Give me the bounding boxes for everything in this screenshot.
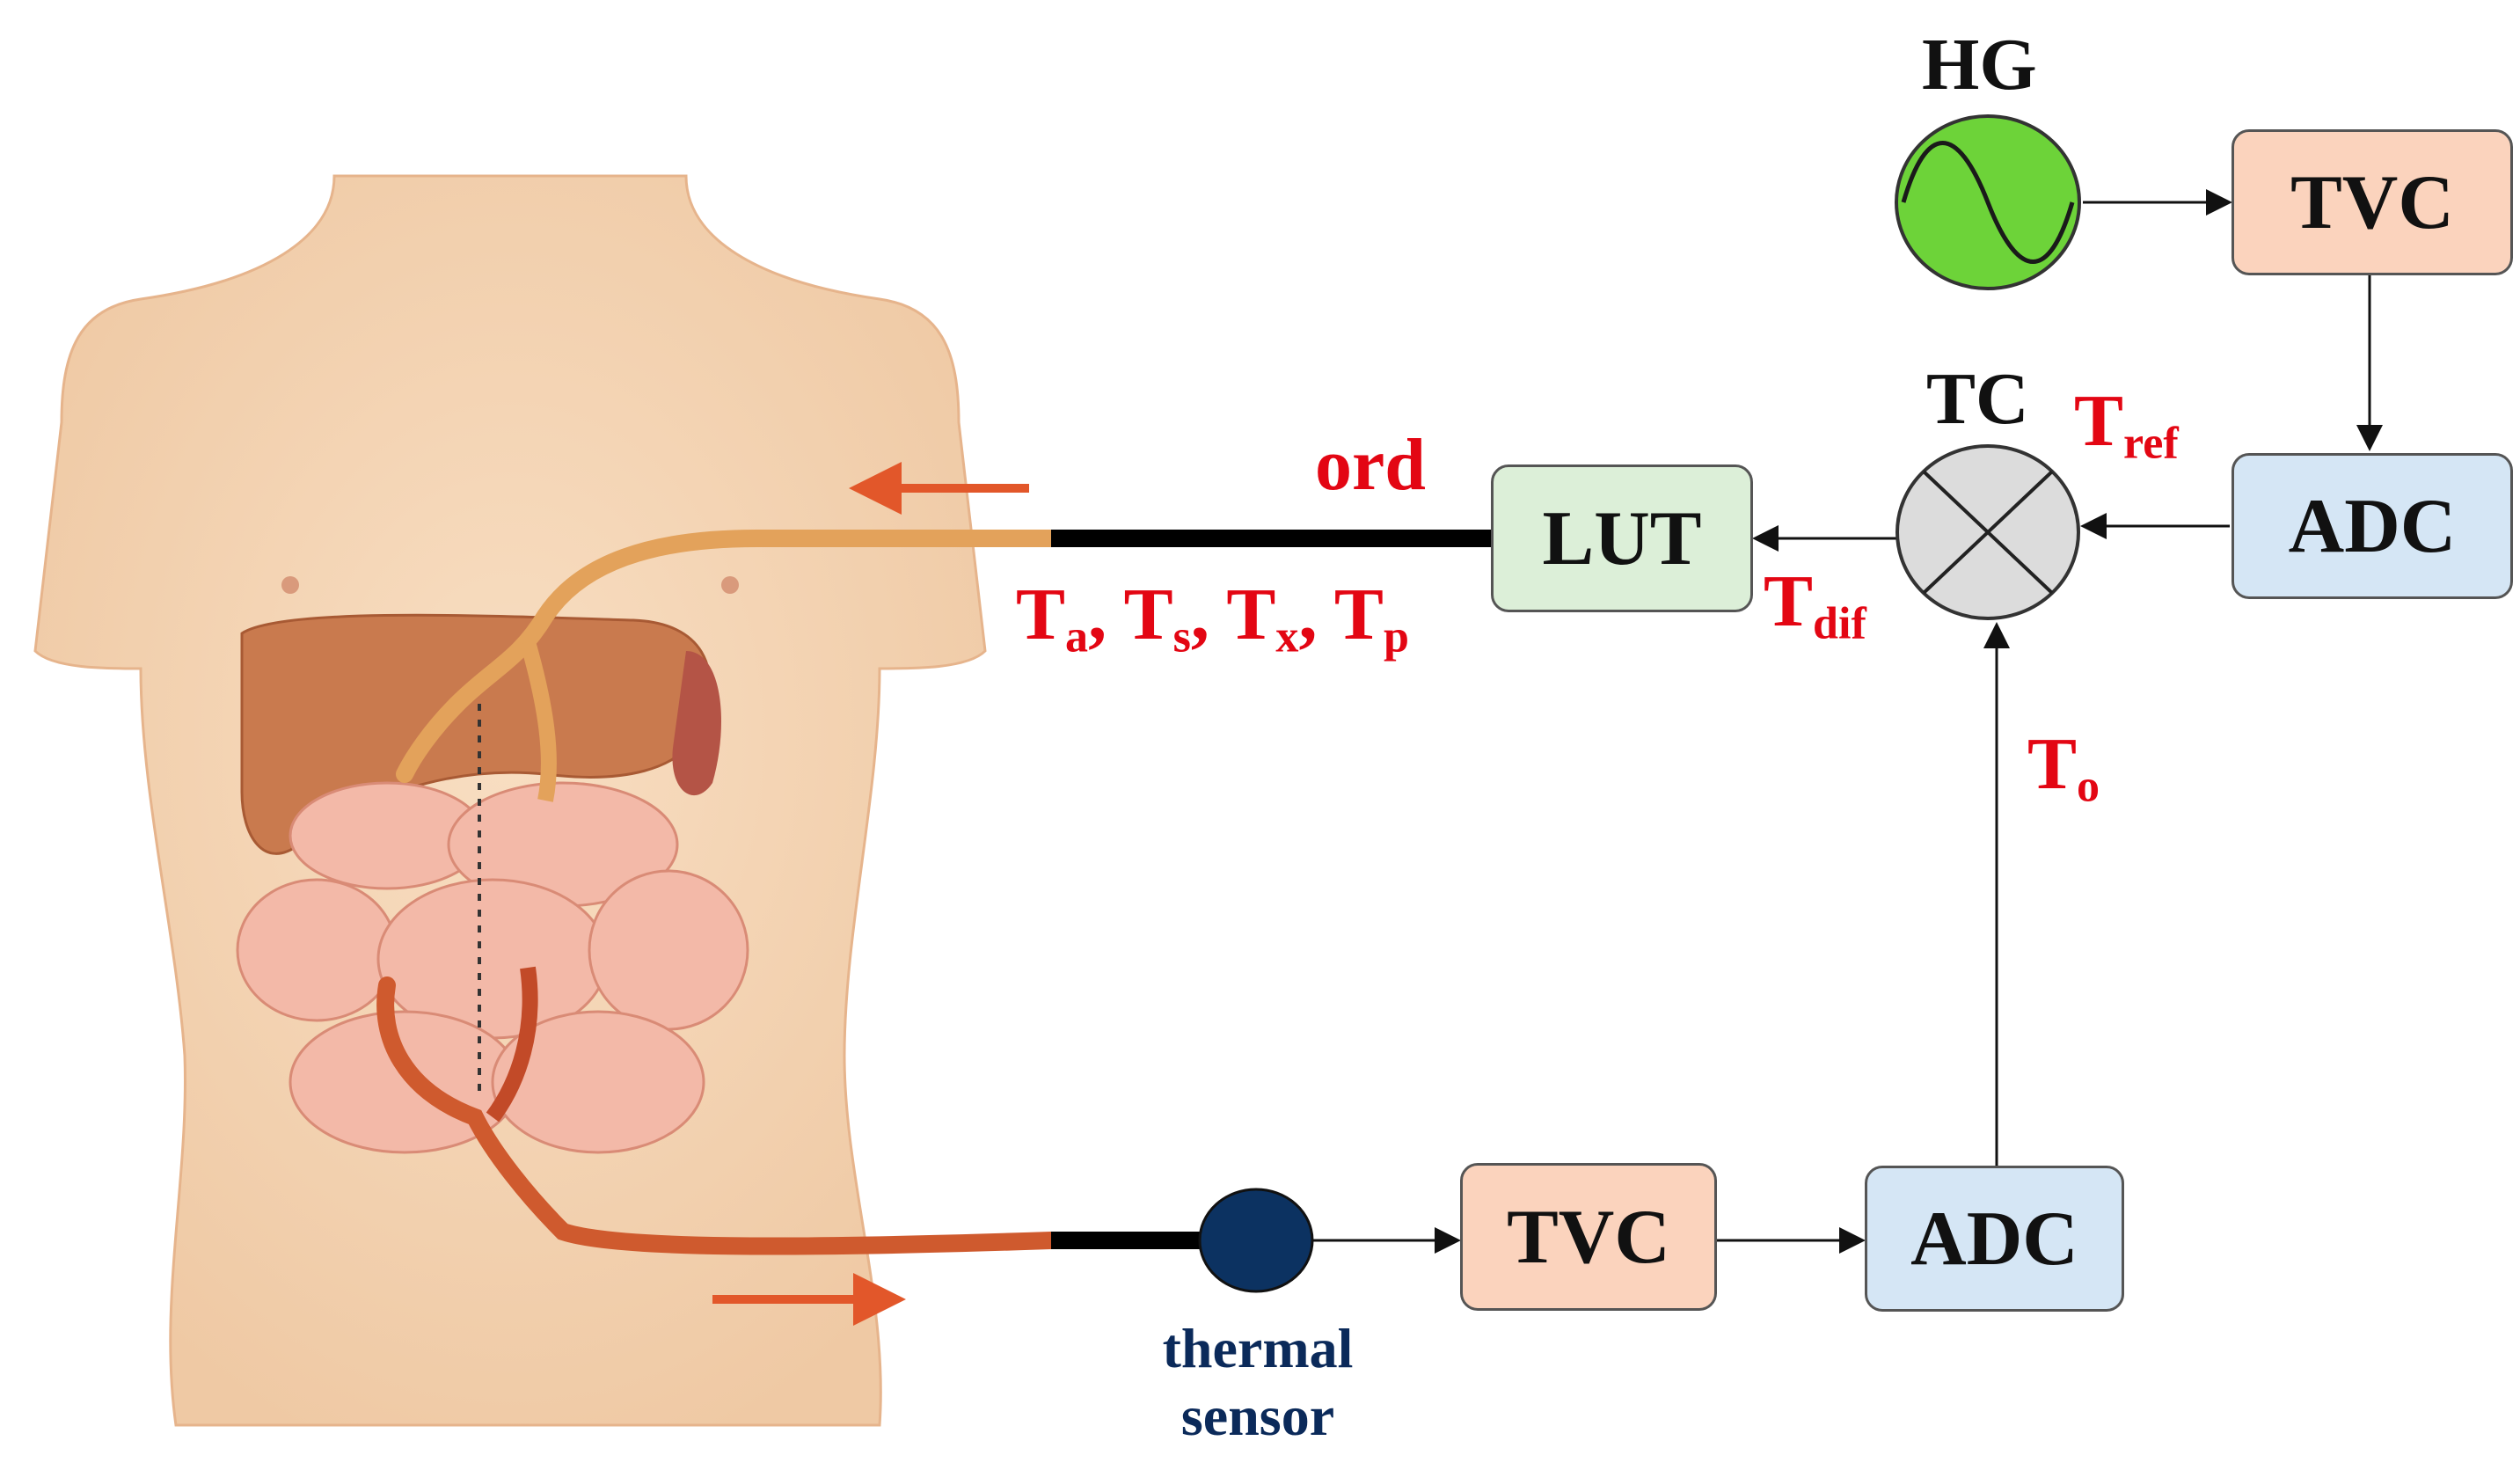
output-s-base: T bbox=[1123, 574, 1173, 655]
connectors bbox=[1312, 189, 2383, 1254]
to-label: To bbox=[2027, 721, 2100, 813]
sensor-caption-line1: thermal bbox=[1162, 1317, 1354, 1379]
human-torso-illustration bbox=[33, 174, 1060, 1427]
to-sub: o bbox=[2077, 761, 2100, 812]
output-x-sub: x bbox=[1275, 611, 1299, 662]
hg-oscillator bbox=[1895, 114, 2081, 290]
hg-title: HG bbox=[1922, 24, 2037, 106]
output-separator: , bbox=[1298, 574, 1334, 655]
thermal-sensor-caption: thermal sensor bbox=[1126, 1315, 1390, 1451]
output-p-sub: p bbox=[1383, 611, 1409, 662]
output-x-base: T bbox=[1226, 574, 1276, 655]
ord-label: ord bbox=[1315, 424, 1426, 506]
adc-bottom-box: ADC bbox=[1865, 1166, 2124, 1312]
output-a-sub: a bbox=[1065, 611, 1089, 662]
sensor-dot-icon bbox=[1198, 1188, 1314, 1293]
output-separator: , bbox=[1088, 574, 1124, 655]
output-s-sub: s bbox=[1172, 611, 1191, 662]
input-tube bbox=[396, 530, 1060, 783]
intestines-organ bbox=[236, 781, 749, 1154]
adc-top-label: ADC bbox=[2288, 483, 2457, 569]
tc-multiplier bbox=[1895, 444, 2080, 620]
output-separator: , bbox=[1190, 574, 1227, 655]
sine-wave-icon bbox=[1901, 141, 2075, 264]
tvc-top-label: TVC bbox=[2290, 159, 2454, 245]
tref-label: Tref bbox=[2074, 378, 2179, 470]
lut-box: LUT bbox=[1491, 464, 1753, 612]
tdif-base: T bbox=[1764, 560, 1814, 642]
spleen-organ bbox=[672, 651, 721, 796]
to-base: T bbox=[2027, 723, 2078, 805]
tvc-bottom-box: TVC bbox=[1460, 1163, 1717, 1311]
tdif-label: Tdif bbox=[1764, 559, 1866, 650]
output-p-base: T bbox=[1333, 574, 1384, 655]
tc-title: TC bbox=[1926, 358, 2029, 440]
tdif-sub: dif bbox=[1813, 598, 1866, 649]
tref-sub: ref bbox=[2123, 418, 2179, 469]
sensor-caption-line2: sensor bbox=[1180, 1384, 1335, 1447]
output-tube bbox=[376, 976, 1060, 1255]
output-a-base: T bbox=[1016, 574, 1066, 655]
multiplier-cross-icon bbox=[1922, 470, 2054, 595]
adc-bottom-label: ADC bbox=[1910, 1196, 2078, 1282]
tvc-top-box: TVC bbox=[2231, 129, 2513, 275]
lut-label: LUT bbox=[1542, 495, 1702, 581]
tref-base: T bbox=[2074, 380, 2124, 462]
adc-top-box: ADC bbox=[2231, 453, 2513, 599]
tvc-bottom-label: TVC bbox=[1507, 1194, 1670, 1280]
lut-outputs-label: Ta, Ts, Tx, Tp bbox=[1016, 572, 1409, 663]
